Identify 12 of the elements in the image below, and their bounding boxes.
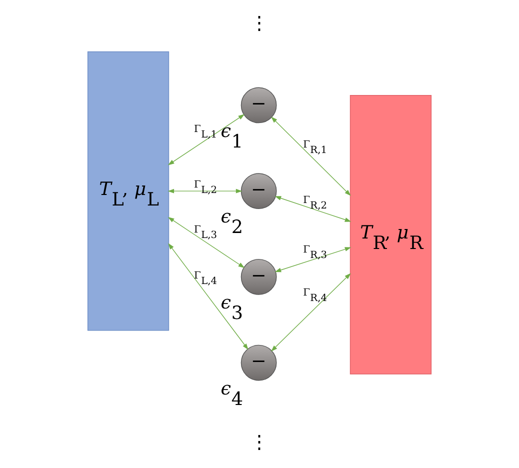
- label: ⋮: [250, 12, 268, 34]
- arrow: [271, 116, 351, 196]
- arrow: [168, 216, 245, 268]
- node-circle: −: [240, 258, 277, 295]
- arrow: [271, 273, 351, 352]
- node-circle: −: [240, 173, 277, 210]
- arrow: [168, 243, 248, 350]
- arrow: [274, 196, 352, 222]
- label: ⋮: [250, 432, 268, 454]
- arrow: [274, 247, 352, 272]
- arrow: [168, 114, 245, 166]
- arrow: [168, 188, 242, 194]
